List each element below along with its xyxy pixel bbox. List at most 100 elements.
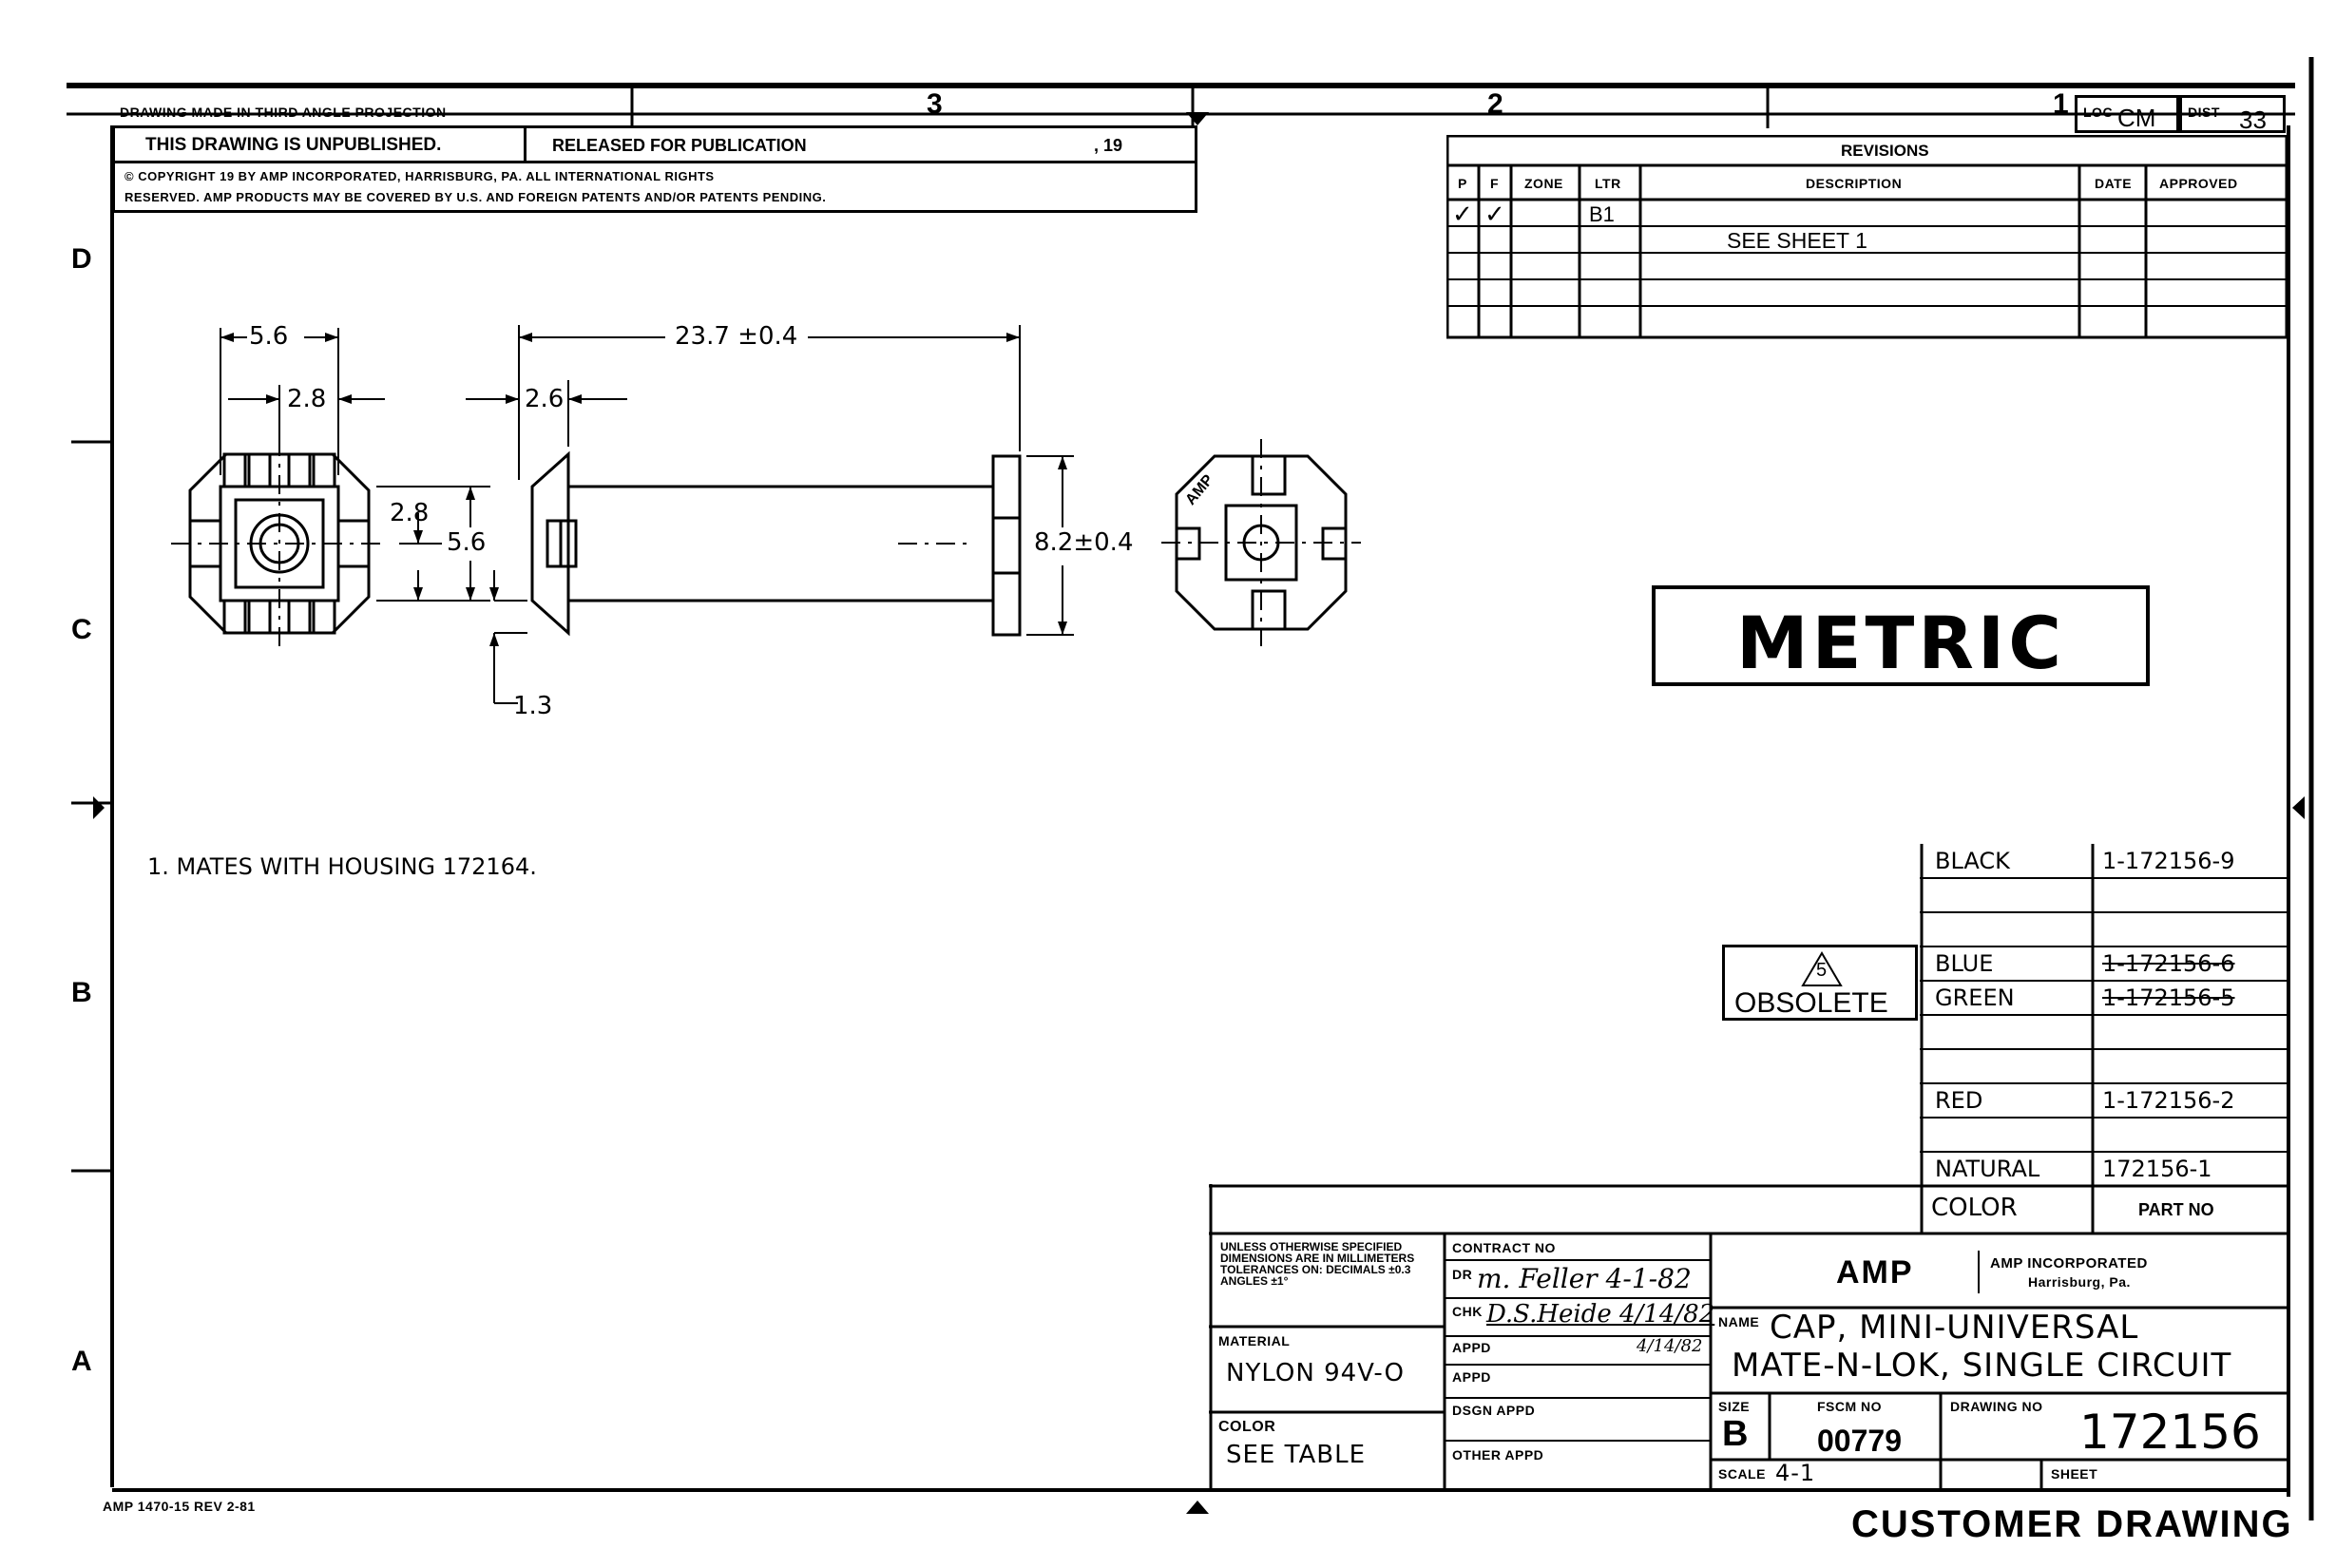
rev-header-description: DESCRIPTION — [1806, 176, 1903, 191]
sheet-label: SHEET — [2051, 1466, 2098, 1482]
color-table-cell-part: 1-172156-9 — [2102, 848, 2235, 874]
copyright-line-2: RESERVED. AMP PRODUCTS MAY BE COVERED BY… — [124, 190, 827, 204]
form-number: AMP 1470-15 REV 2-81 — [103, 1499, 256, 1514]
rev-see-sheet: SEE SHEET 1 — [1727, 228, 1867, 253]
zone-letter-b: B — [71, 977, 92, 1008]
copyright-line-1: © COPYRIGHT 19 BY AMP INCORPORATED, HARR… — [124, 169, 715, 183]
scale-value: 4-1 — [1775, 1460, 1816, 1486]
dist-box: DIST 33 — [2179, 95, 2286, 133]
obsolete-label: OBSOLETE — [1734, 987, 1888, 1019]
contract-label: CONTRACT NO — [1452, 1240, 1556, 1255]
dr-label: DR — [1452, 1267, 1473, 1282]
dim-width-5-6: 5.6 — [249, 322, 289, 351]
part-name-line-2: MATE-N-LOK, SINGLE CIRCUIT — [1732, 1347, 2232, 1385]
drawing-number-label: DRAWING NO — [1950, 1399, 2043, 1414]
projection-note: DRAWING MADE IN THIRD ANGLE PROJECTION — [120, 105, 447, 120]
size-value: B — [1722, 1414, 1749, 1454]
dim-flange-2-6: 2.6 — [525, 385, 565, 413]
released-label: RELEASED FOR PUBLICATION — [552, 136, 807, 155]
dim-length-23-7: 23.7 ±0.4 — [675, 322, 798, 351]
revisions-block: REVISIONS P F ZONE LTR DESCRIPTION DATE … — [1446, 135, 2288, 339]
zone-letter-d: D — [71, 243, 92, 275]
rev-header-p: P — [1458, 176, 1467, 191]
scale-label: SCALE — [1718, 1466, 1766, 1482]
chk-label: CHK — [1452, 1304, 1483, 1319]
obsolete-box: 5 OBSOLETE — [1722, 945, 1918, 1021]
zone-letter-c: C — [71, 614, 92, 645]
dim-half-height-2-8: 2.8 — [390, 499, 430, 527]
part-no-header: PART NO — [2138, 1200, 2214, 1219]
company-city: Harrisburg, Pa. — [2028, 1274, 2131, 1290]
appd-2-label: APPD — [1452, 1369, 1491, 1385]
general-note: 1. MATES WITH HOUSING 172164. — [147, 853, 537, 880]
appd-label: APPD — [1452, 1340, 1491, 1355]
company-name: AMP INCORPORATED — [1990, 1255, 2148, 1272]
part-name-line-1: CAP, MINI-UNIVERSAL — [1770, 1309, 2139, 1347]
other-appd-label: OTHER APPD — [1452, 1447, 1544, 1463]
notice-divider — [524, 128, 527, 161]
metric-label: METRIC — [1736, 601, 2065, 685]
dim-half-width-2-8: 2.8 — [287, 385, 327, 413]
color-table-cell-part: 172156-1 — [2102, 1156, 2212, 1182]
dim-flange-8-2: 8.2±0.4 — [1034, 528, 1134, 557]
color-table-cell-color: NATURAL — [1935, 1156, 2040, 1182]
metric-box: METRIC — [1652, 585, 2150, 686]
revisions-grid — [1446, 135, 2288, 339]
dist-label: DIST — [2188, 105, 2220, 120]
color-table-grid — [1920, 844, 2288, 1233]
rev-ltr-value: B1 — [1589, 202, 1615, 226]
rev-check-p: ✓ — [1452, 200, 1473, 228]
name-label: NAME — [1718, 1314, 1760, 1329]
dr-value: m. Feller 4-1-82 — [1477, 1263, 1692, 1294]
material-value: NYLON 94V-O — [1226, 1359, 1405, 1387]
dsgn-appd-label: DSGN APPD — [1452, 1403, 1536, 1418]
color-table-cell-color: GREEN — [1935, 985, 2015, 1011]
color-table-cell-color: BLUE — [1935, 950, 1994, 977]
dist-value: 33 — [2239, 105, 2267, 134]
dim-step-1-3: 1.3 — [513, 692, 553, 720]
loc-label: LOC — [2083, 105, 2114, 120]
color-value: SEE TABLE — [1226, 1441, 1367, 1469]
revisions-title: REVISIONS — [1841, 142, 1929, 160]
material-label: MATERIAL — [1218, 1333, 1291, 1348]
year-suffix: , 19 — [1094, 136, 1123, 155]
color-table-cell-part: 1-172156-5 — [2102, 985, 2235, 1011]
chk-value: D.S.Heide 4/14/82 — [1486, 1300, 1715, 1329]
rev-header-approved: APPROVED — [2159, 176, 2238, 191]
amp-logo: AMP — [1836, 1254, 1914, 1291]
rev-header-ltr: LTR — [1595, 176, 1621, 191]
notice-header-row — [115, 128, 1195, 163]
zone-number-2: 2 — [1487, 88, 1503, 120]
loc-value: CM — [2117, 104, 2156, 132]
color-label: COLOR — [1218, 1419, 1276, 1435]
rev-header-zone: ZONE — [1524, 176, 1563, 191]
title-block: UNLESS OTHERWISE SPECIFIED DIMENSIONS AR… — [1209, 1184, 2288, 1492]
color-table-cell-color: BLACK — [1935, 848, 2010, 874]
zone-number-3: 3 — [927, 88, 943, 120]
side-view — [530, 450, 1022, 637]
rev-header-date: DATE — [2095, 176, 2133, 191]
copyright-notice: THIS DRAWING IS UNPUBLISHED. RELEASED FO… — [112, 125, 1197, 213]
unpublished-label: THIS DRAWING IS UNPUBLISHED. — [145, 135, 442, 155]
color-table-cell-part: 1-172156-6 — [2102, 950, 2235, 977]
fscm-label: FSCM NO — [1817, 1399, 1883, 1414]
color-table-cell-color: RED — [1935, 1087, 1983, 1114]
zone-number-1: 1 — [2053, 88, 2069, 120]
loc-box: LOC CM — [2075, 95, 2179, 133]
rev-header-f: F — [1490, 176, 1500, 191]
color-header: COLOR — [1931, 1194, 2018, 1222]
rev-check-f: ✓ — [1484, 200, 1505, 228]
drawing-number-value: 172156 — [2079, 1405, 2261, 1460]
size-label: SIZE — [1718, 1399, 1751, 1414]
zone-letter-a: A — [71, 1346, 92, 1377]
tolerance-note: UNLESS OTHERWISE SPECIFIED DIMENSIONS AR… — [1220, 1240, 1415, 1288]
color-table-cell-part: 1-172156-2 — [2102, 1087, 2235, 1114]
obsolete-marker: 5 — [1816, 960, 1828, 981]
dim-height-5-6: 5.6 — [447, 528, 487, 557]
fscm-value: 00779 — [1817, 1424, 1902, 1458]
revision-triangle-icon — [1801, 951, 1843, 986]
